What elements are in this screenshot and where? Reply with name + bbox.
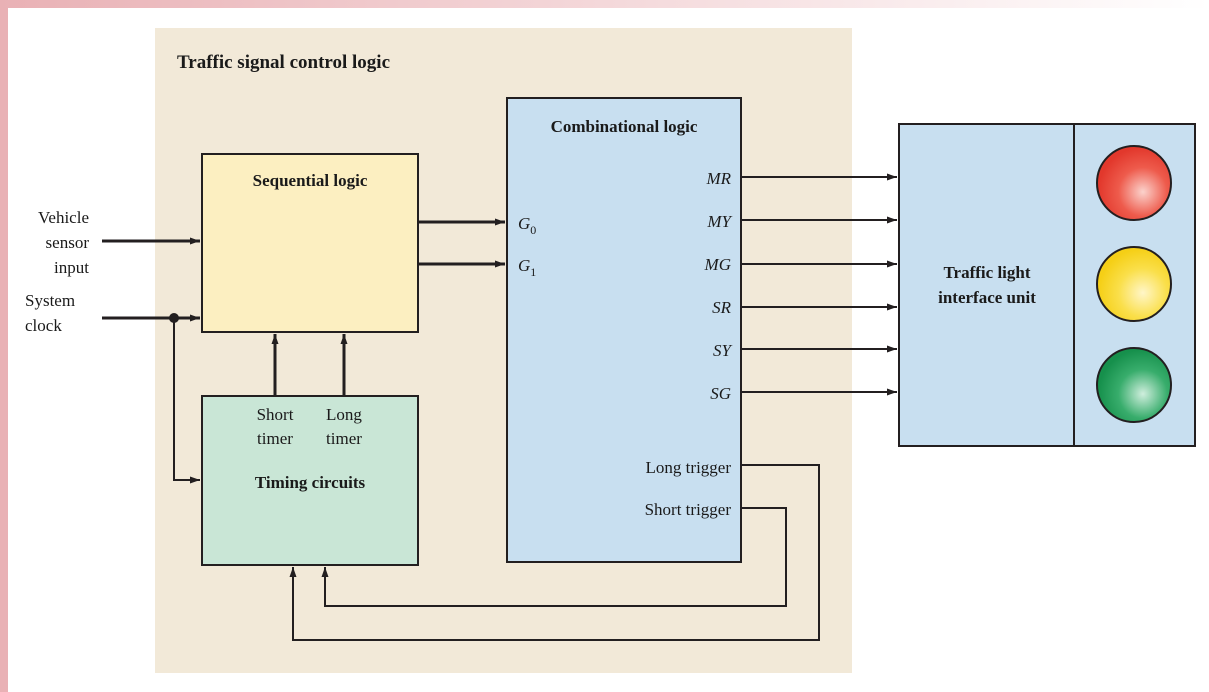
- short-timer-label-line2: timer: [257, 429, 293, 448]
- output-sr-label: SR: [712, 298, 732, 317]
- vehicle-sensor-label-line3: input: [54, 258, 89, 277]
- long-trigger-wire: [289, 464, 820, 641]
- interface-unit-label-line1: Traffic light: [943, 263, 1030, 282]
- green-light: [1096, 347, 1172, 423]
- interface-unit-label-line2: interface unit: [938, 288, 1036, 307]
- timing-circuits-label: Timing circuits: [255, 473, 366, 492]
- output-my-label: MY: [706, 212, 732, 231]
- clock-junction-dot: [169, 313, 179, 323]
- system-clock-label-line2: clock: [25, 316, 62, 335]
- long-timer-label-line2: timer: [326, 429, 362, 448]
- frame-top-band: [0, 0, 1209, 8]
- vehicle-sensor-label-line2: sensor: [46, 233, 90, 252]
- system-clock-label-line1: System: [25, 291, 75, 310]
- long-timer-label-line1: Long: [326, 405, 362, 424]
- output-sy-label: SY: [713, 341, 733, 360]
- combinational-logic-label: Combinational logic: [551, 117, 698, 136]
- red-light: [1096, 145, 1172, 221]
- input-g1-label: G1: [518, 256, 536, 279]
- short-trigger-label: Short trigger: [645, 500, 732, 519]
- sequential-logic-box: [201, 153, 419, 333]
- vehicle-sensor-label-line1: Vehicle: [38, 208, 89, 227]
- output-mr-label: MR: [705, 169, 731, 188]
- short-timer-label-line1: Short: [257, 405, 294, 424]
- short-trigger-wire: [321, 507, 787, 607]
- output-sg-label: SG: [710, 384, 731, 403]
- timing-circuits-box: [201, 395, 419, 566]
- input-g0-label: G0: [518, 214, 536, 237]
- sequential-logic-label: Sequential logic: [253, 171, 368, 190]
- yellow-light: [1096, 246, 1172, 322]
- frame-left-band: [0, 0, 8, 692]
- control-logic-panel: [155, 28, 852, 673]
- output-mg-label: MG: [704, 255, 731, 274]
- combinational-logic-box: [506, 97, 742, 563]
- connections: [102, 173, 897, 641]
- clock-to-timing-wire: [173, 318, 200, 484]
- long-trigger-label: Long trigger: [646, 458, 732, 477]
- panel-title: Traffic signal control logic: [177, 52, 390, 73]
